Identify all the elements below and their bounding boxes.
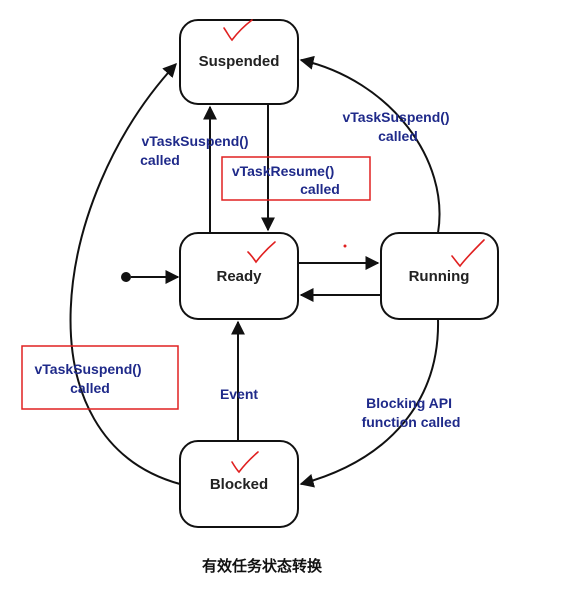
- check-mark-icon: [223, 19, 253, 42]
- check-mark-icon: [247, 241, 276, 264]
- label-resume: vTaskResume() called: [232, 163, 340, 197]
- label-blocked-to-suspended-line1: vTaskSuspend(): [35, 361, 142, 377]
- state-ready: Ready: [179, 232, 299, 320]
- state-running: Running: [380, 232, 499, 320]
- state-blocked: Blocked: [179, 440, 299, 528]
- label-running-to-suspended-line1: vTaskSuspend(): [343, 109, 450, 125]
- state-ready-label: Ready: [216, 268, 262, 285]
- check-mark-icon: [451, 239, 485, 268]
- label-running-to-suspended: vTaskSuspend() called: [343, 109, 454, 144]
- label-blocking: Blocking API function called: [362, 395, 461, 430]
- arrow-running-to-suspended: [299, 55, 441, 234]
- label-ready-to-suspended-line1: vTaskSuspend(): [142, 133, 249, 149]
- label-blocking-line2: function called: [362, 414, 461, 430]
- arrow-running-to-blocked: [299, 318, 440, 488]
- label-resume-line2: called: [300, 181, 340, 197]
- arrow-blocked-to-suspended: [69, 62, 181, 485]
- diagram-caption: 有效任务状态转换: [202, 557, 323, 575]
- label-blocking-line1: Blocking API: [366, 395, 452, 411]
- label-ready-to-suspended-line2: called: [140, 152, 180, 168]
- stray-dot: [343, 244, 347, 248]
- state-suspended-label: Suspended: [199, 53, 280, 70]
- annotation-box-resume: [221, 156, 371, 201]
- state-running-label: Running: [409, 268, 470, 285]
- label-resume-line1: vTaskResume(): [232, 163, 334, 179]
- label-blocked-to-suspended-line2: called: [70, 380, 110, 396]
- label-event: Event: [220, 386, 258, 402]
- annotation-box-suspend-left: [21, 345, 179, 410]
- label-ready-to-suspended: vTaskSuspend() called: [140, 133, 252, 168]
- state-blocked-label: Blocked: [210, 476, 268, 493]
- state-suspended: Suspended: [179, 19, 299, 105]
- initial-state-dot: [121, 272, 131, 282]
- check-mark-icon: [231, 451, 259, 474]
- label-blocked-to-suspended: vTaskSuspend() called: [35, 361, 146, 396]
- label-running-to-suspended-line2: called: [378, 128, 418, 144]
